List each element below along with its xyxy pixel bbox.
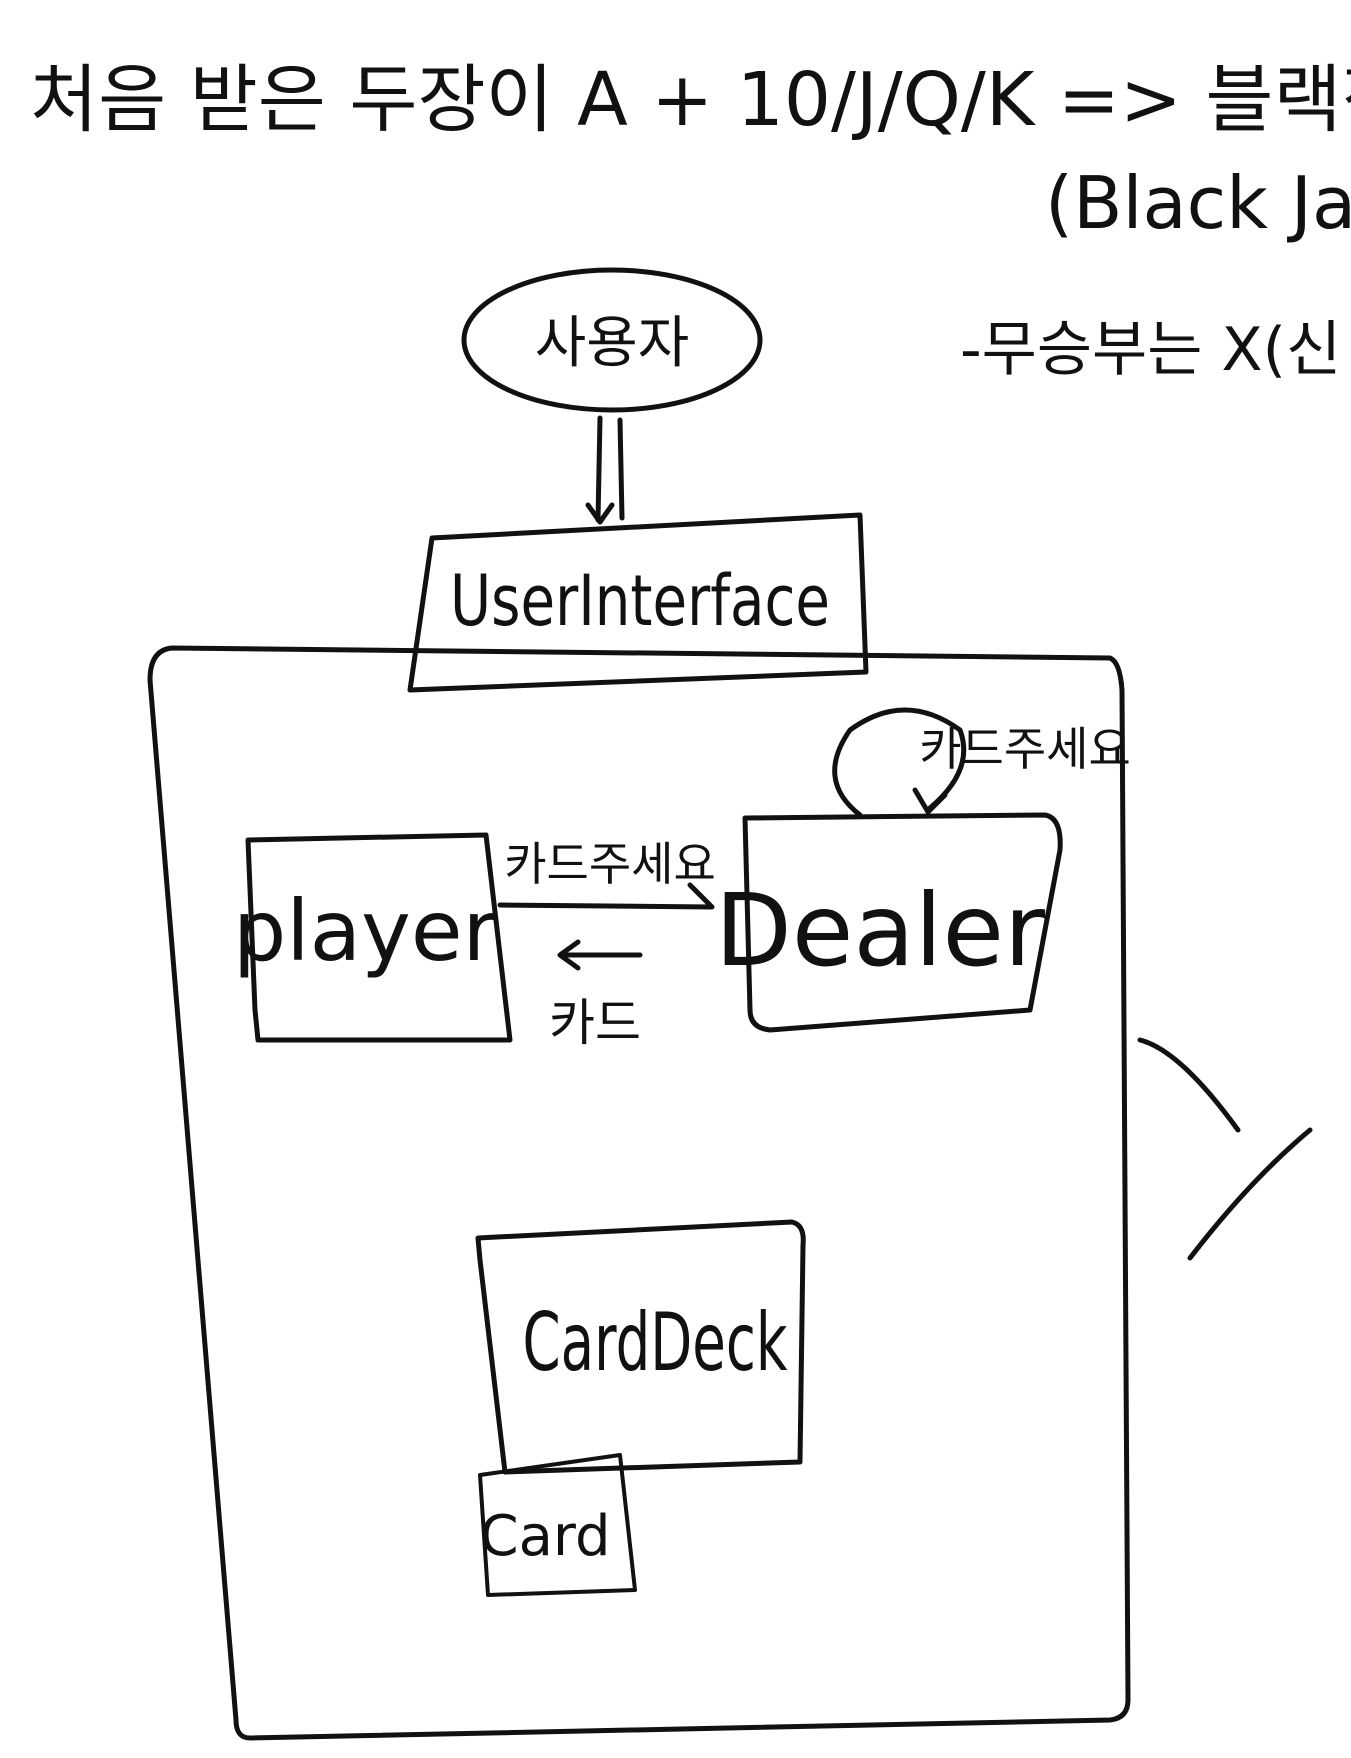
dealer-label: Dealer <box>715 872 1046 989</box>
header-line-3: -무승부는 X(신 <box>960 315 1341 385</box>
dealer-self-loop-label: 카드주세요 <box>919 722 1131 776</box>
dealer-to-player-arrow <box>557 939 643 971</box>
user-node: 사용자 <box>461 267 763 413</box>
dealer-box <box>742 812 1063 1033</box>
user-interface-box <box>407 512 869 693</box>
user-interface-node: UserInterface <box>407 512 869 693</box>
card-label: Card <box>479 1504 610 1569</box>
player-box <box>245 832 513 1043</box>
dealer-node: Dealer <box>715 812 1063 1033</box>
card-deck-label: CardDeck <box>523 1296 788 1389</box>
player-node: player <box>233 832 513 1043</box>
dealer-self-loop-head <box>912 787 948 815</box>
player-to-dealer-edge: 카드주세요 <box>497 837 716 910</box>
user-ellipse <box>461 267 763 413</box>
dealer-to-player-label: 카드 <box>549 994 641 1052</box>
card-box <box>478 1453 637 1597</box>
header-line-2: (Black Ja <box>1045 161 1351 245</box>
player-label: player <box>233 882 498 980</box>
user-ui-arrow <box>585 415 625 525</box>
dealer-self-loop-arrow <box>832 707 967 818</box>
card-deck-node: CardDeck <box>475 1219 806 1475</box>
system-container <box>147 645 1131 1741</box>
user-label: 사용자 <box>535 311 690 376</box>
header-line-1: 처음 받은 두장이 A + 10/J/Q/K => 블랙잭 <box>30 57 1351 143</box>
user-interface-label: UserInterface <box>450 560 830 642</box>
user-ui-arrow-line <box>585 415 625 525</box>
dealer-self-loop: 카드주세요 <box>832 707 1131 818</box>
player-to-dealer-label: 카드주세요 <box>504 837 716 891</box>
player-to-dealer-arrow <box>497 882 715 910</box>
dealer-to-player-edge: 카드 <box>549 939 643 1052</box>
container-brace <box>1137 1037 1313 1261</box>
card-deck-box <box>475 1219 806 1475</box>
card-node: Card <box>478 1453 637 1597</box>
